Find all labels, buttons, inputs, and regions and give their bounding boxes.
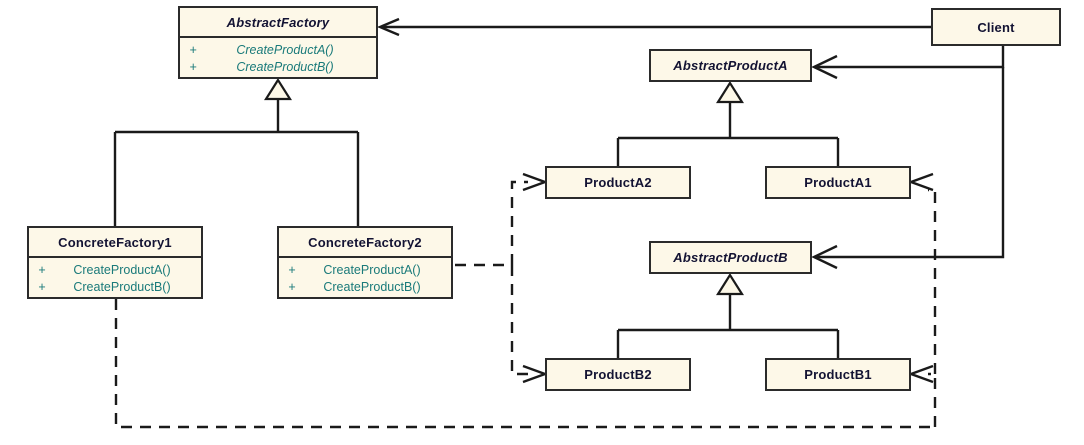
member-visibility: + — [38, 263, 46, 277]
class-box-client[interactable]: Client — [931, 8, 1061, 46]
class-box-abstract-product-a[interactable]: AbstractProductA — [649, 49, 812, 82]
edge-client-to-abstract-product-a — [811, 46, 1005, 80]
member-row: + CreateProductB() — [180, 59, 376, 76]
class-title-product-b1: ProductB1 — [804, 367, 872, 382]
member-row: + CreateProductB() — [29, 279, 201, 296]
edge-concrete-factories-to-abstract-factory — [113, 77, 360, 226]
arrowheads-concrete-factory-2 — [522, 172, 549, 384]
class-divider — [279, 256, 451, 258]
class-box-concrete-factory-2[interactable]: ConcreteFactory2 + CreateProductA() + Cr… — [277, 226, 453, 299]
class-box-product-a1[interactable]: ProductA1 — [765, 166, 911, 199]
member-visibility: + — [288, 263, 296, 277]
member-row: + CreateProductA() — [279, 262, 451, 279]
edge-client-to-abstract-factory — [376, 17, 931, 37]
class-title-abstract-product-a: AbstractProductA — [673, 58, 788, 73]
class-members-concrete-factory-1: + CreateProductA() + CreateProductB() — [29, 258, 201, 300]
arrowheads-concrete-factory-1 — [907, 172, 934, 384]
class-divider — [180, 36, 376, 38]
edge-concrete-factory-1-creates-products — [114, 188, 937, 429]
class-title-product-a2: ProductA2 — [584, 175, 652, 190]
class-title-concrete-factory-2: ConcreteFactory2 — [308, 234, 422, 250]
member-name: CreateProductA() — [73, 263, 171, 277]
member-name: CreateProductA() — [236, 43, 334, 57]
member-name: CreateProductB() — [73, 280, 171, 294]
class-box-product-b1[interactable]: ProductB1 — [765, 358, 911, 391]
edge-product-a-to-abstract-product-a — [616, 80, 840, 166]
class-title-abstract-product-b: AbstractProductB — [673, 250, 788, 265]
class-divider — [29, 256, 201, 258]
class-box-abstract-factory[interactable]: AbstractFactory + CreateProductA() + Cre… — [178, 6, 378, 79]
member-row: + CreateProductA() — [29, 262, 201, 279]
member-name: CreateProductA() — [323, 263, 421, 277]
member-visibility: + — [288, 280, 296, 294]
member-visibility: + — [38, 280, 46, 294]
edge-concrete-factory-2-creates-products — [455, 180, 528, 376]
class-box-product-a2[interactable]: ProductA2 — [545, 166, 691, 199]
member-visibility: + — [189, 60, 197, 74]
class-title-concrete-factory-1: ConcreteFactory1 — [58, 234, 172, 250]
class-members-abstract-factory: + CreateProductA() + CreateProductB() — [180, 38, 376, 80]
class-title-product-a1: ProductA1 — [804, 175, 872, 190]
member-visibility: + — [189, 43, 197, 57]
member-name: CreateProductB() — [236, 60, 334, 74]
class-box-abstract-product-b[interactable]: AbstractProductB — [649, 241, 812, 274]
edge-product-b-to-abstract-product-b — [616, 272, 840, 358]
member-row: + CreateProductA() — [180, 42, 376, 59]
member-name: CreateProductB() — [323, 280, 421, 294]
class-box-concrete-factory-1[interactable]: ConcreteFactory1 + CreateProductA() + Cr… — [27, 226, 203, 299]
class-title-product-b2: ProductB2 — [584, 367, 652, 382]
class-box-product-b2[interactable]: ProductB2 — [545, 358, 691, 391]
class-title-abstract-factory: AbstractFactory — [226, 14, 330, 30]
class-members-concrete-factory-2: + CreateProductA() + CreateProductB() — [279, 258, 451, 300]
member-row: + CreateProductB() — [279, 279, 451, 296]
class-title-client: Client — [977, 19, 1015, 35]
